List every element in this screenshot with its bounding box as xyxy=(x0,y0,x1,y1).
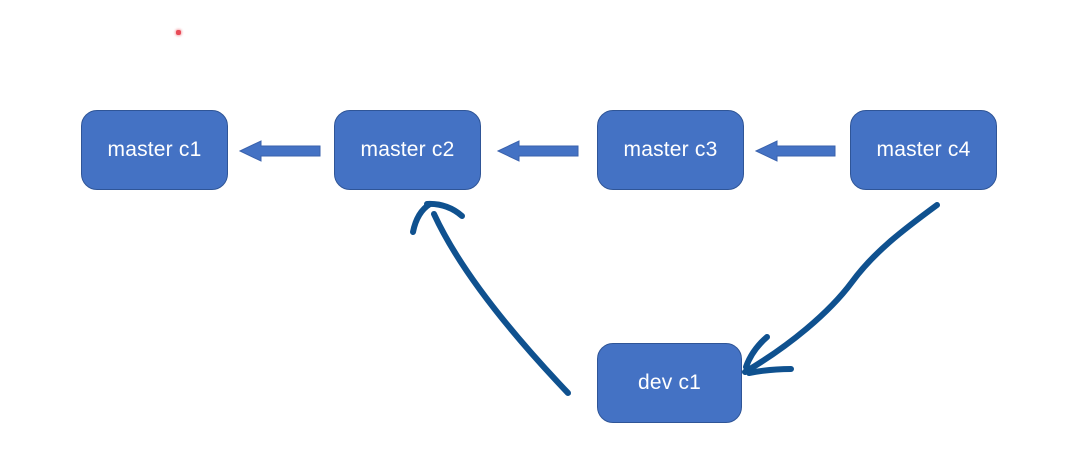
ink-arrowhead-upper-barb xyxy=(743,334,770,370)
node-label: master c2 xyxy=(360,138,455,161)
block-arrow-c3-to-c2 xyxy=(496,140,579,162)
node-label: master c1 xyxy=(107,138,202,161)
ink-arrow-shaft xyxy=(742,202,940,375)
ink-arrow-masterc4-to-devc1 xyxy=(742,202,940,376)
node-label: master c4 xyxy=(876,138,971,161)
node-master-c1: master c1 xyxy=(81,110,228,190)
ink-arrowhead-lower-barb xyxy=(746,366,794,376)
ink-arrow-devc1-to-masterc2 xyxy=(410,200,571,396)
block-arrow-c4-to-c3 xyxy=(754,140,836,162)
node-master-c4: master c4 xyxy=(850,110,997,190)
ink-arrowhead-left-barb xyxy=(410,201,433,235)
ink-arrow-shaft xyxy=(431,211,571,396)
node-master-c2: master c2 xyxy=(334,110,481,190)
node-master-c3: master c3 xyxy=(597,110,744,190)
red-marker-dot xyxy=(176,30,181,35)
node-label: master c3 xyxy=(623,138,718,161)
node-label: dev c1 xyxy=(637,371,702,394)
block-arrow-c2-to-c1 xyxy=(238,140,321,162)
node-dev-c1: dev c1 xyxy=(597,343,742,423)
ink-arrowhead-right-barb xyxy=(424,200,465,219)
